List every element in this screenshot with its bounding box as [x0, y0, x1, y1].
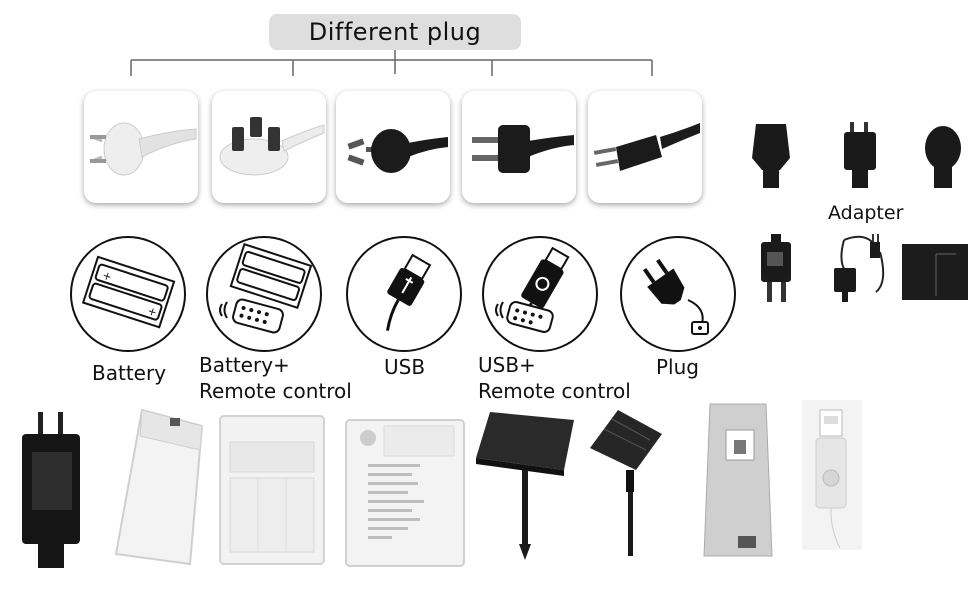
- usb-icon: [385, 253, 432, 331]
- plug-icon: [642, 258, 709, 335]
- au-plug-tile: [336, 91, 450, 203]
- us-plug-icon: [472, 125, 574, 173]
- adapter-label: Adapter: [828, 202, 904, 224]
- usb-circle: [346, 236, 462, 352]
- adapter-waterproof-icon: [761, 234, 791, 302]
- solar-panel-small-icon: [902, 244, 968, 300]
- battery-remote-label: Battery+ Remote control: [199, 353, 352, 403]
- title-pill: Different plug: [269, 14, 521, 50]
- page-title: Different plug: [308, 18, 482, 46]
- eu-plug-icon: [90, 122, 197, 176]
- adapter-head-uk-icon: [752, 124, 790, 188]
- eu-flat-plug-icon: [593, 123, 700, 171]
- battery-box-clear-icon: [114, 408, 204, 566]
- svg-text:+: +: [101, 269, 114, 284]
- adapter-corded-icon: [834, 234, 885, 302]
- battery-remote-circle: [206, 236, 322, 352]
- battery-label: Battery: [92, 361, 167, 385]
- solar-panel-angled-icon: [590, 410, 662, 556]
- eu-flat-plug-tile: [588, 91, 702, 203]
- usb-remote-icon: [495, 246, 570, 333]
- au-plug-icon: [347, 129, 448, 173]
- battery-circle: + +: [70, 236, 186, 352]
- adapter-head-au-icon: [925, 126, 961, 188]
- svg-text:+: +: [146, 304, 159, 319]
- adapter-transformer-icon: [22, 412, 80, 568]
- usb-label: USB: [384, 355, 426, 379]
- uk-plug-tile: [212, 91, 326, 203]
- adapter-head-us-icon: [844, 122, 876, 188]
- battery-box-open-icon: [219, 415, 325, 565]
- battery-box-remote-icon: [345, 419, 465, 567]
- usb-controller-icon: [802, 400, 862, 550]
- solar-panel-flat-icon: [476, 412, 574, 560]
- plug-label: Plug: [656, 355, 699, 379]
- battery-remote-icon: [219, 242, 313, 334]
- eu-plug-tile: [84, 91, 198, 203]
- uk-plug-icon: [219, 117, 325, 176]
- usb-remote-label: USB+ Remote control: [478, 353, 631, 403]
- solar-stake-grey-icon: [703, 403, 773, 557]
- usb-remote-circle: [482, 236, 598, 352]
- us-plug-tile: [462, 91, 576, 203]
- plug-circle: [620, 236, 736, 352]
- battery-icon: + +: [81, 255, 176, 329]
